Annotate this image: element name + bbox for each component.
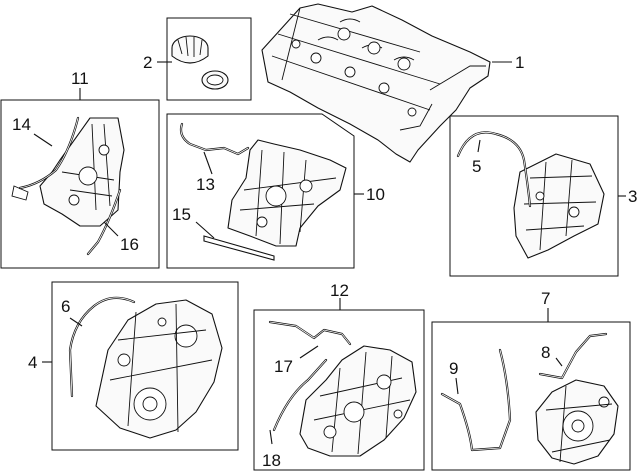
callout-4: 4 (28, 353, 37, 372)
callout-8: 8 (541, 343, 550, 362)
timing-cover-group-10[interactable] (166, 113, 355, 269)
callout-13: 13 (196, 175, 215, 194)
oil-pump-group-12[interactable] (253, 309, 425, 471)
callout-10: 10 (366, 185, 385, 204)
callout-14: 14 (12, 115, 31, 134)
callout-11: 11 (71, 69, 89, 88)
callout-1: 1 (515, 53, 524, 72)
callout-16: 16 (120, 235, 139, 254)
callout-17: 17 (274, 357, 293, 376)
callout-12: 12 (330, 281, 349, 300)
callout-18: 18 (262, 451, 281, 470)
callout-6: 6 (61, 297, 70, 316)
callout-9: 9 (449, 359, 458, 378)
side-cover-group-3[interactable] (449, 115, 619, 277)
front-cover-group-4[interactable] (51, 281, 239, 451)
cylinder-head-part[interactable] (261, 3, 491, 163)
callout-3: 3 (628, 187, 637, 206)
callout-2: 2 (143, 53, 152, 72)
rear-cover-group-7[interactable] (431, 321, 631, 471)
oil-filler-cap-group[interactable] (166, 17, 252, 101)
callout-7: 7 (541, 289, 550, 308)
callout-15: 15 (172, 205, 191, 224)
callout-5: 5 (472, 157, 481, 176)
